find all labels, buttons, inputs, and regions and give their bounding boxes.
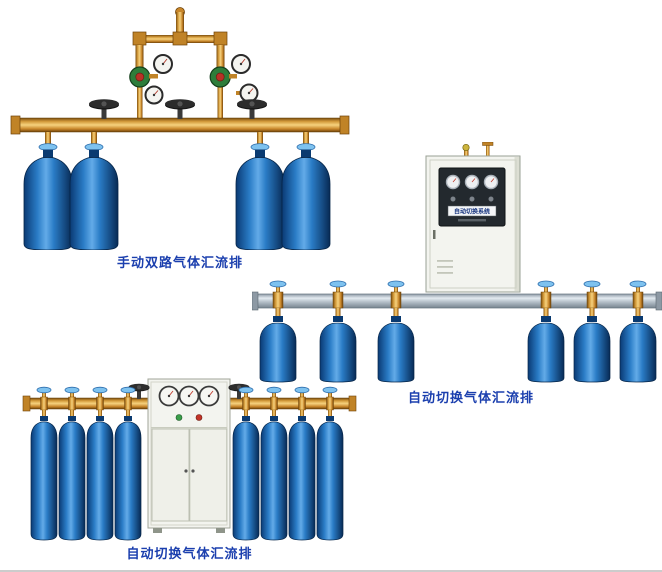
pressure-regulator	[209, 66, 244, 95]
pressure-regulator	[129, 66, 158, 94]
pressure-gauge	[464, 174, 480, 190]
pressure-gauge	[445, 174, 461, 190]
panel-knob	[488, 196, 494, 202]
pressure-gauge	[239, 83, 259, 103]
gas-cylinder	[114, 421, 142, 541]
cylinder-valve-station	[296, 132, 316, 158]
control-cabinet: 自动切换系统	[425, 142, 521, 293]
panel-knob	[469, 196, 475, 202]
manifold-rail	[252, 291, 662, 311]
cylinder-valve-station	[294, 386, 310, 421]
gas-cylinder	[30, 421, 58, 541]
cylinder-valve-station	[92, 386, 108, 421]
indicator-light-red	[195, 414, 203, 421]
header-pipe-assembly	[132, 7, 228, 118]
cylinder-valve-station	[38, 132, 58, 158]
cylinder-valve-station	[84, 132, 104, 158]
cylinder-valve-station	[329, 280, 347, 322]
gas-cylinder	[619, 322, 657, 383]
manual-dual-manifold-illustration	[10, 7, 350, 250]
cylinder-valve-station	[238, 386, 254, 421]
valve-handwheel	[165, 99, 195, 119]
product-caption: 手动双路气体汇流排	[116, 255, 243, 270]
product-photo-auto-switch-manifold: 自动切换系统	[252, 142, 662, 406]
product-photo-auto-switch-manifold-floor: 自动切换气体汇流排	[22, 375, 357, 561]
cabinet-label: 自动切换系统	[454, 208, 490, 216]
cylinder-valve-station	[36, 386, 52, 421]
pressure-gauge	[158, 385, 180, 407]
pressure-gauge	[483, 174, 499, 190]
cabinet-door-handle	[433, 230, 436, 239]
main-manifold-pipe	[10, 115, 350, 135]
cylinder-valve-station	[120, 386, 136, 421]
product-photo-manual-dual-manifold: 手动双路气体汇流排	[8, 4, 352, 270]
gas-cylinder	[319, 322, 357, 383]
door-handle	[191, 469, 195, 473]
cylinder-valve-station	[269, 280, 287, 322]
product-caption: 自动切换气体汇流排	[407, 390, 534, 405]
gas-cylinder	[232, 421, 260, 541]
gas-cylinder	[58, 421, 86, 541]
valve-handwheel	[89, 99, 119, 119]
cylinder-valve-station	[387, 280, 405, 322]
gas-cylinder	[288, 421, 316, 541]
page-bottom-border	[0, 570, 662, 572]
pressure-gauge	[153, 54, 173, 74]
product-caption: 自动切换气体汇流排	[126, 546, 253, 561]
gas-cylinder	[260, 421, 288, 541]
pressure-gauge	[231, 54, 251, 74]
indicator-light-green	[175, 414, 183, 421]
gas-cylinder	[69, 156, 119, 250]
cylinder-valve-station	[64, 386, 80, 421]
cylinder-valve-station	[537, 280, 555, 322]
cabinet-door-left	[151, 428, 190, 522]
cylinder-valve-station	[322, 386, 338, 421]
cylinder-valve-station	[629, 280, 647, 322]
gas-cylinder	[573, 322, 611, 383]
pressure-gauge	[144, 85, 164, 105]
gas-cylinder	[316, 421, 344, 541]
cylinder-valve-station	[250, 132, 270, 158]
panel-knob	[450, 196, 456, 202]
cylinder-valve-station	[266, 386, 282, 421]
valve-handwheel	[237, 99, 267, 119]
cylinder-valve-station	[583, 280, 601, 322]
gas-cylinder	[377, 322, 415, 383]
door-handle	[184, 469, 188, 473]
cabinet-door-right	[189, 428, 228, 522]
auto-switch-floor-manifold-illustration	[22, 378, 357, 541]
gas-cylinder	[86, 421, 114, 541]
auto-switch-manifold-illustration: 自动切换系统	[252, 142, 662, 383]
control-cabinet	[147, 378, 231, 533]
pressure-gauge	[198, 385, 220, 407]
gas-cylinder	[23, 156, 73, 250]
pressure-gauge	[178, 385, 200, 407]
gas-cylinder	[527, 322, 565, 383]
gas-cylinder	[259, 322, 297, 383]
